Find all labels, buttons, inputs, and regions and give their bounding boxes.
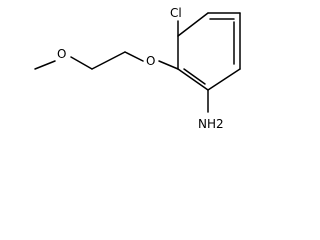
aryl-ether-oxygen-label: O [146, 54, 155, 68]
bond-methoxy-methyl [34, 60, 56, 70]
bond-ch2-methoxy-oxygen [70, 56, 93, 70]
molecule-canvas: Cl O O NH2 [0, 0, 250, 140]
ring-bond-c3-c4 [207, 68, 241, 91]
ring-bond-c4-c5 [177, 68, 209, 91]
ring-bond-c6-c1 [177, 12, 209, 37]
amine-label: NH2 [198, 117, 224, 131]
ring-inner-bond-lower-left [183, 68, 206, 85]
bond-oxygen-ch2-a [124, 51, 144, 62]
bond-ch2-ch2 [91, 51, 126, 70]
chlorine-atom-label: Cl [170, 6, 182, 20]
chemical-structure: Cl O O NH2 [34, 6, 241, 131]
bond-ring-ether-oxygen [158, 60, 179, 70]
methoxy-oxygen-label: O [57, 47, 66, 61]
